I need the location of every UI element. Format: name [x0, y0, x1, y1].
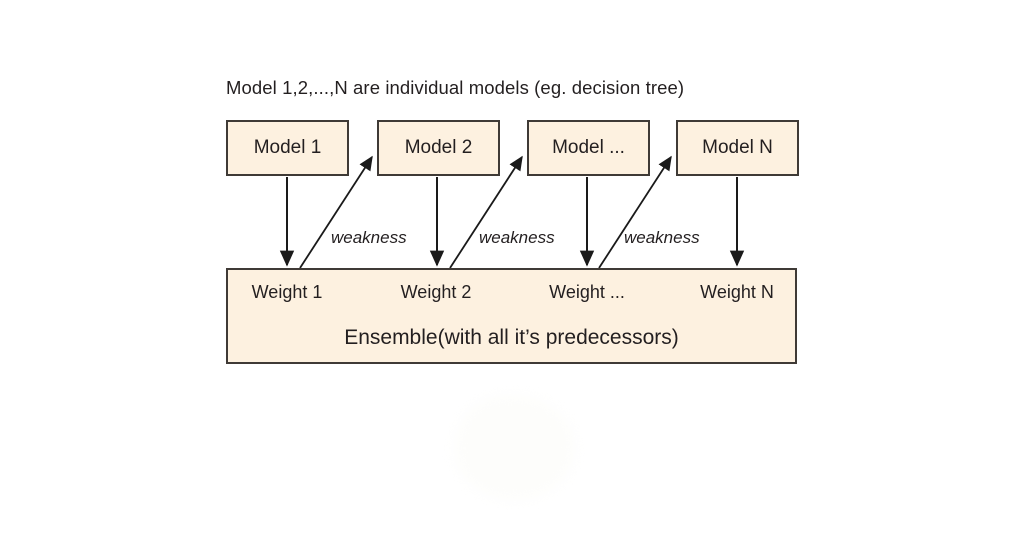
ensemble-box — [226, 268, 797, 364]
arrow-weakness-3-to-model-n — [598, 155, 672, 269]
watermark-blob — [455, 395, 575, 500]
model-box-n-label: Model N — [702, 137, 773, 158]
model-box-3-label: Model ... — [552, 137, 625, 158]
model-box-2: Model 2 — [377, 120, 500, 176]
arrow-weakness-1-to-model-2 — [299, 155, 373, 269]
weight-label-1: Weight 1 — [251, 282, 323, 302]
diagram-caption: Model 1,2,...,N are individual models (e… — [226, 77, 685, 98]
model-box-2-label: Model 2 — [404, 137, 473, 158]
model-box-1: Model 1 — [226, 120, 349, 176]
weight-label-3: Weight ... — [549, 282, 625, 302]
model-box-n: Model N — [676, 120, 799, 176]
model-box-3: Model ... — [527, 120, 650, 176]
weakness-label-2: weakness — [479, 228, 555, 247]
weakness-label-1: weakness — [331, 228, 407, 247]
model-box-1-label: Model 1 — [253, 137, 322, 158]
weight-label-2: Weight 2 — [400, 282, 472, 302]
ensemble-title: Ensemble(with all it’s predecessors) — [344, 326, 679, 349]
weakness-label-3: weakness — [624, 228, 700, 247]
weight-label-n: Weight N — [700, 282, 774, 302]
arrow-weakness-2-to-model-3 — [449, 155, 523, 269]
